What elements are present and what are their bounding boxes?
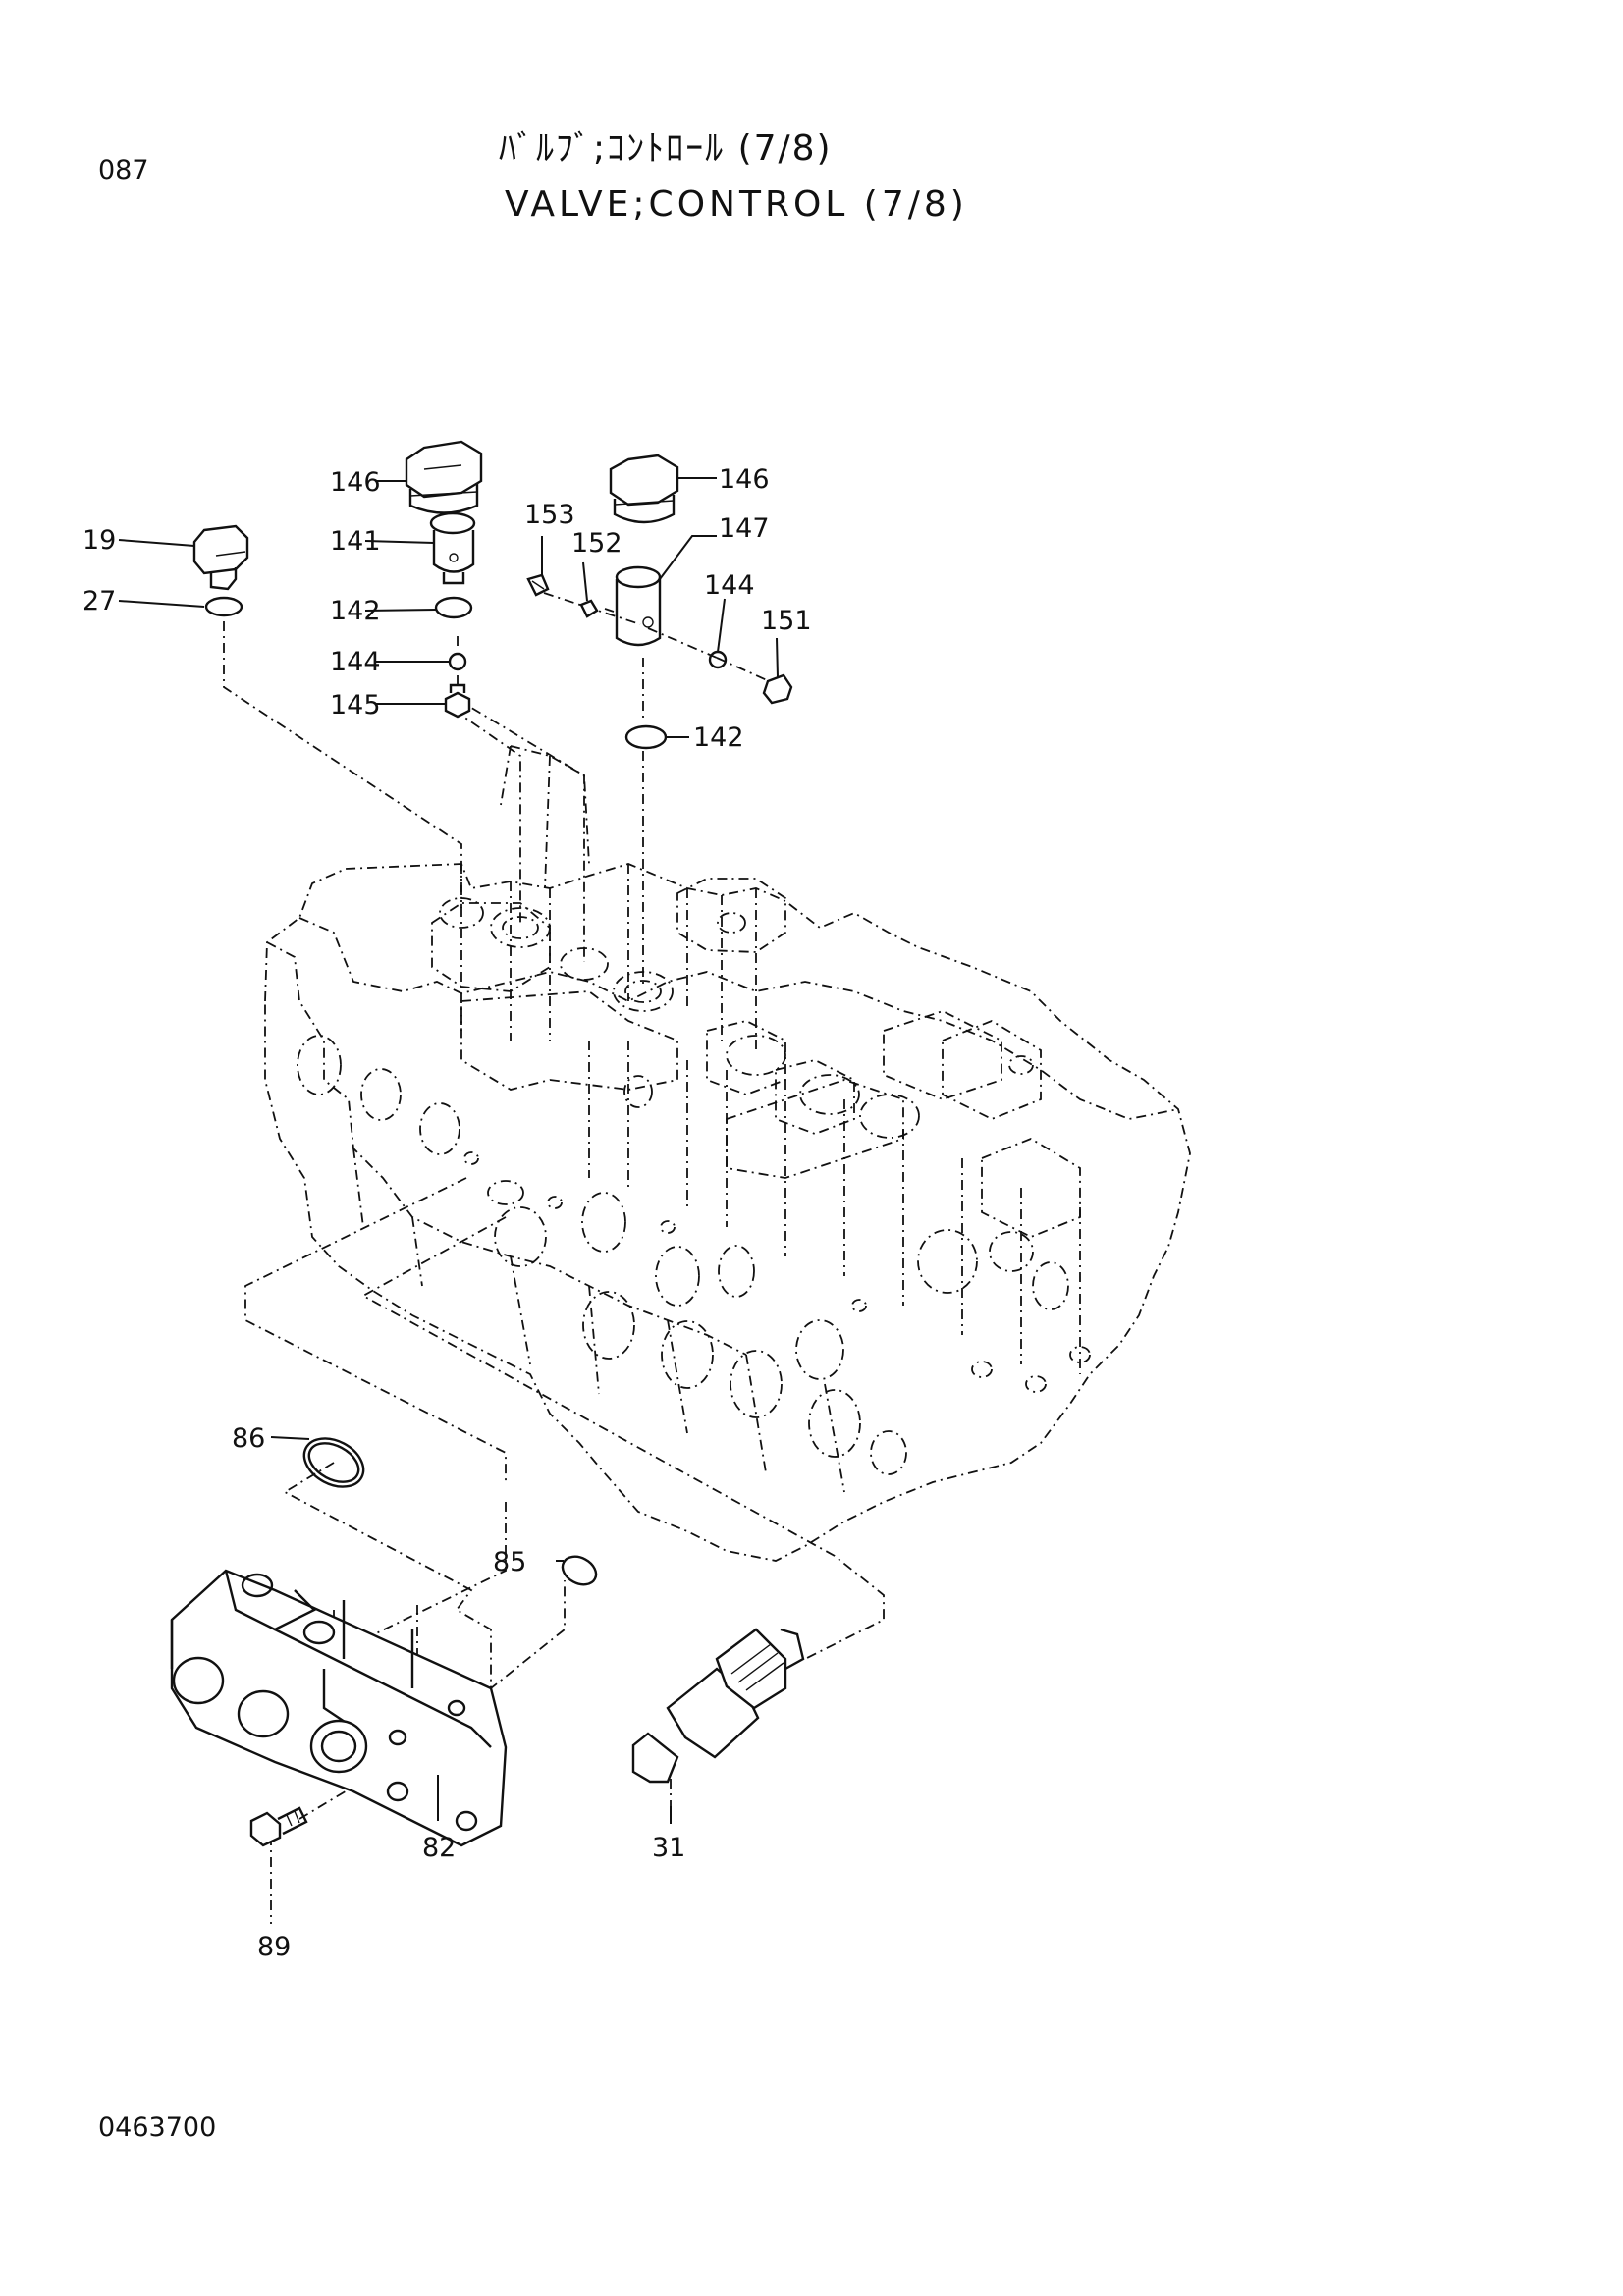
part-152: [579, 599, 599, 618]
title-english: VALVE;CONTROL (7/8): [505, 185, 968, 225]
part-27-o-ring: [204, 596, 243, 617]
leader-lines: [118, 477, 779, 1824]
callout-27: 27: [82, 586, 116, 616]
part-142-o-ring-right: [624, 724, 668, 750]
page-number: 087: [98, 155, 149, 186]
callout-labels: 19 27 146 141 142 144 145 153 152 146 14…: [82, 464, 812, 1962]
callout-144-left: 144: [330, 647, 381, 677]
callout-85: 85: [493, 1547, 526, 1577]
part-153-screw: [526, 573, 550, 597]
part-86-o-ring: [302, 1437, 365, 1488]
callout-31: 31: [652, 1833, 685, 1863]
callout-142-left: 142: [330, 596, 381, 626]
callout-142-right: 142: [693, 722, 744, 753]
callout-151: 151: [761, 606, 812, 636]
part-19-plug: [192, 524, 249, 591]
callout-147: 147: [719, 513, 770, 544]
part-141: [429, 511, 476, 585]
document-code: 0463700: [98, 2112, 217, 2143]
callout-153: 153: [524, 500, 575, 530]
part-82-block: [170, 1569, 508, 1847]
callout-146-left: 146: [330, 467, 381, 498]
callout-89: 89: [257, 1932, 291, 1962]
part-145: [444, 683, 471, 719]
callout-86: 86: [232, 1423, 265, 1454]
part-31-cartridge: [631, 1628, 805, 1784]
callout-145: 145: [330, 690, 381, 721]
callout-141: 141: [330, 526, 381, 557]
part-85-o-ring: [561, 1555, 598, 1586]
callout-19: 19: [82, 525, 116, 556]
callout-82: 82: [422, 1833, 456, 1863]
part-147: [615, 565, 662, 647]
callout-146-right: 146: [719, 464, 770, 495]
title-japanese: ﾊﾞﾙﾌﾞ;ｺﾝﾄﾛｰﾙ (7/8): [499, 129, 833, 169]
callout-152: 152: [571, 528, 622, 559]
valve-body: [264, 745, 1191, 1562]
valve-ports: [297, 897, 1091, 1475]
part-142-o-ring-left: [434, 596, 473, 619]
part-151: [762, 673, 793, 705]
part-146-plug-left: [405, 440, 483, 514]
part-146-plug-right: [609, 454, 679, 524]
part-144-ball-left: [448, 652, 467, 671]
part-89-bolt: [249, 1806, 308, 1847]
callout-144-right: 144: [704, 570, 755, 601]
